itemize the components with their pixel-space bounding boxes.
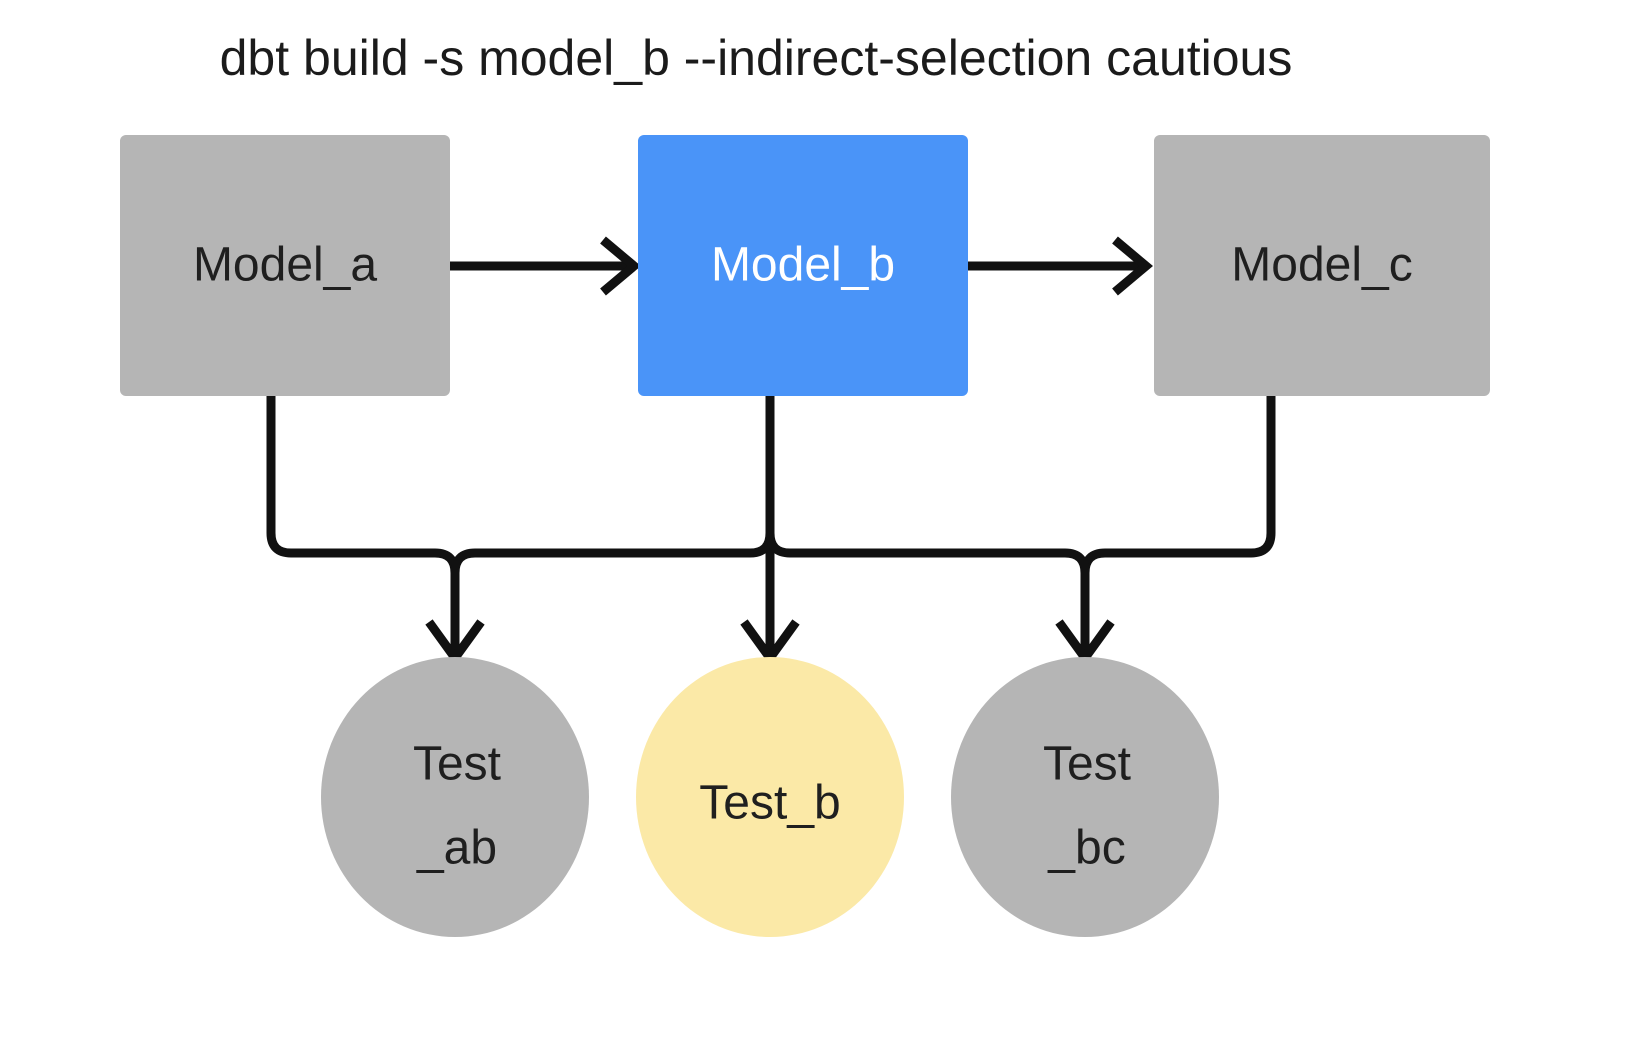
node-model-c[interactable]: Model_c	[1154, 135, 1490, 396]
node-test-b-shape[interactable]	[636, 657, 904, 937]
node-test-bc-label-line1: Test	[1043, 738, 1131, 791]
edge-model-c-to-test-bc	[1105, 396, 1276, 558]
node-model-a-label: Model_a	[193, 239, 377, 292]
node-model-b-shape[interactable]	[638, 135, 968, 396]
node-test-ab-shape[interactable]	[321, 657, 589, 937]
edge-leg-test-ab	[425, 548, 485, 666]
edge-leg-test-bc	[1055, 548, 1115, 666]
node-model-a-shape[interactable]	[120, 135, 450, 396]
node-test-b[interactable]: Test_b	[636, 657, 904, 937]
node-model-c-label: Model_c	[1231, 239, 1412, 292]
edge-model-a-to-model-b	[450, 236, 642, 296]
node-model-a[interactable]: Model_a	[120, 135, 450, 396]
edge-model-b-to-test-ab	[475, 532, 775, 558]
diagram-title: dbt build -s model_b --indirect-selectio…	[220, 30, 1293, 86]
edge-model-a-to-test-ab	[266, 396, 435, 558]
node-test-ab[interactable]: Test _ab	[321, 657, 589, 937]
edge-model-b-to-model-c	[968, 236, 1154, 296]
node-test-bc-label-line2: _bc	[1047, 822, 1125, 875]
edge-model-b-to-test-bc	[765, 532, 1065, 558]
node-model-c-shape[interactable]	[1154, 135, 1490, 396]
node-model-b[interactable]: Model_b	[638, 135, 968, 396]
node-model-b-label: Model_b	[711, 239, 895, 292]
node-test-ab-label-line1: Test	[413, 738, 501, 791]
node-test-b-label: Test_b	[699, 777, 840, 830]
node-test-ab-label-line2: _ab	[416, 822, 497, 875]
edge-model-b-to-test-b	[740, 396, 800, 666]
node-test-bc-shape[interactable]	[951, 657, 1219, 937]
node-test-bc[interactable]: Test _bc	[951, 657, 1219, 937]
